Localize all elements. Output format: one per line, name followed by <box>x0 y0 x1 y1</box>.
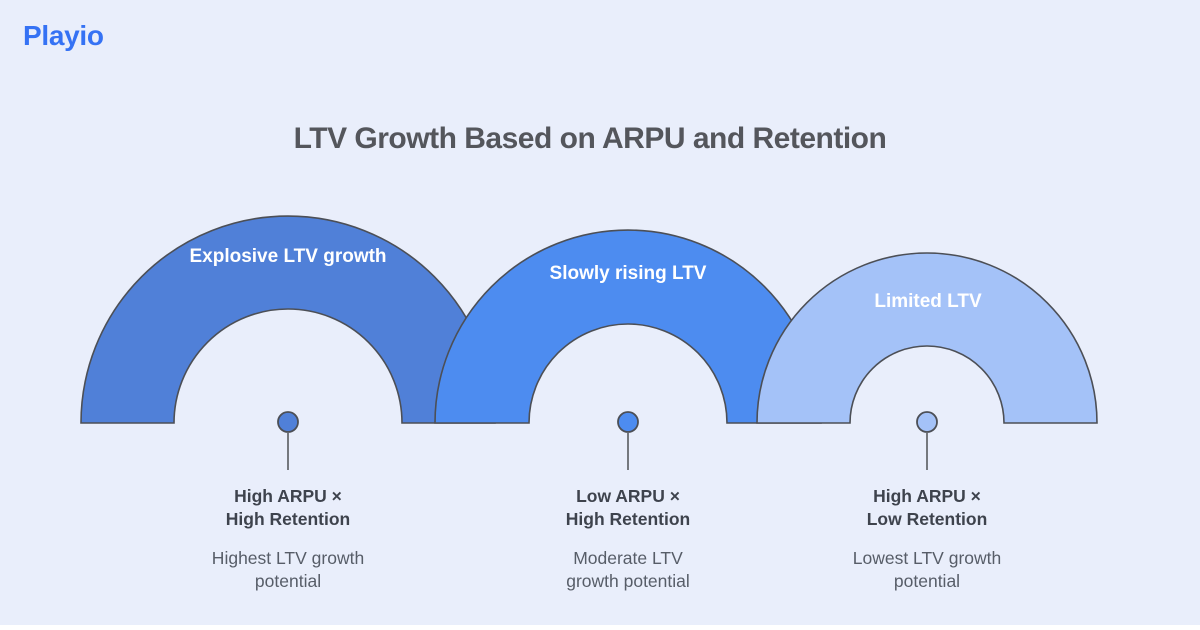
arch-limited-ltv <box>756 252 1098 424</box>
description-label-2: Moderate LTV growth potential <box>566 548 690 591</box>
connector-dot-1 <box>277 411 299 433</box>
arch-label-limited: Limited LTV <box>874 291 982 312</box>
arch-label-explosive: Explosive LTV growth <box>189 246 387 267</box>
combo-label-1: High ARPU × High Retention <box>225 486 351 529</box>
bottom-edge-strip <box>0 625 1200 630</box>
arch-label-slowly-rising: Slowly rising LTV <box>549 263 707 284</box>
combo-label-2: Low ARPU × High Retention <box>565 486 691 529</box>
description-label-1: Highest LTV growth potential <box>211 548 365 591</box>
connector-dot-2 <box>617 411 639 433</box>
brand-logo: Playio <box>23 20 104 51</box>
connector-dot-3 <box>916 411 938 433</box>
combo-label-3: High ARPU × Low Retention <box>866 486 988 529</box>
description-label-3: Lowest LTV growth potential <box>852 548 1002 591</box>
page-title: LTV Growth Based on ARPU and Retention <box>293 122 887 155</box>
